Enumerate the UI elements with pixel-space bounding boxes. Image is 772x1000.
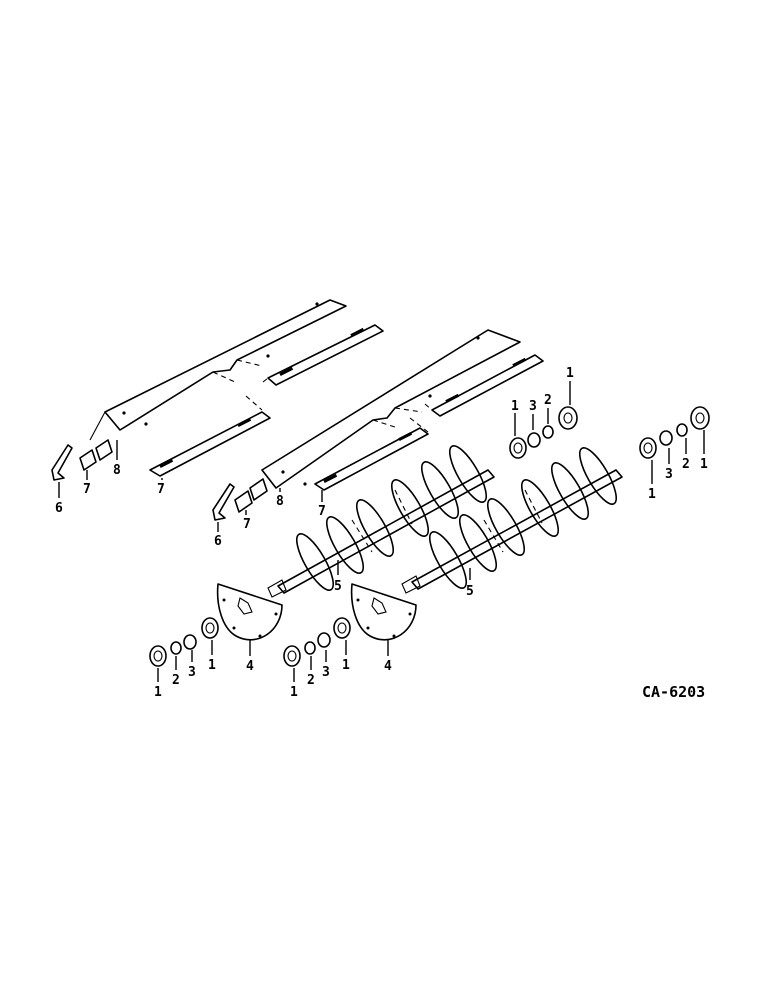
callout-1-lm-b: 1	[342, 658, 350, 673]
callout-7-upper-b: 7	[157, 482, 165, 497]
callout-7-upper-a: 7	[83, 482, 91, 497]
callout-6-lower: 6	[214, 534, 222, 549]
end-plate-right	[350, 583, 417, 641]
callout-3-ll: 3	[188, 665, 196, 680]
leader-lines	[58, 381, 705, 682]
callout-1-um-a: 1	[511, 399, 519, 414]
callout-1-ll-a: 1	[154, 685, 162, 700]
bearing-stack-upper-right	[639, 406, 710, 459]
bearing-stack-lower-left	[149, 617, 219, 667]
strip-right-lower	[314, 427, 429, 491]
callout-1-ur-a: 1	[648, 487, 656, 502]
callout-2-ur: 2	[682, 457, 690, 472]
strip-left-lower	[149, 411, 271, 477]
callout-8-lower: 8	[276, 494, 284, 509]
bearing-stack-lower-mid	[283, 617, 351, 667]
trough-assembly-left	[51, 299, 384, 481]
callout-7-lower-a: 7	[243, 517, 251, 532]
bracket-left	[51, 444, 73, 481]
callout-5-left: 5	[334, 579, 342, 594]
callout-6-upper: 6	[55, 501, 63, 516]
callout-2-um: 2	[544, 393, 552, 408]
callout-8-upper: 8	[113, 463, 121, 478]
callout-1-lm-a: 1	[290, 685, 298, 700]
auger-right	[401, 447, 623, 594]
clip-right-b	[249, 478, 268, 501]
trough-assembly-right	[212, 329, 544, 521]
callout-labels: 6 7 8 7 6 7 8 7 5 5 4 4 1 2 3 1 1 2 3 1 …	[55, 366, 708, 700]
strip-right-upper	[431, 354, 544, 417]
callout-1-ur-b: 1	[700, 457, 708, 472]
end-plate-left	[216, 583, 283, 641]
callout-3-lm: 3	[322, 665, 330, 680]
callout-7-lower-b: 7	[318, 504, 326, 519]
bearing-stack-upper-mid	[509, 406, 578, 459]
clip-left-a	[79, 449, 97, 471]
trough-pan-right	[261, 329, 521, 489]
clip-right-a	[234, 490, 253, 513]
trough-pan-left	[104, 299, 347, 431]
callout-1-ll-b: 1	[208, 658, 216, 673]
callout-2-lm: 2	[307, 673, 315, 688]
callout-3-ur: 3	[665, 467, 673, 482]
clip-left-b	[95, 439, 113, 461]
bracket-right	[212, 483, 235, 521]
callout-4-left: 4	[246, 659, 254, 674]
auger-left	[267, 445, 495, 598]
figure-code: CA-6203	[642, 683, 705, 701]
callout-2-ll: 2	[172, 673, 180, 688]
callout-4-right: 4	[384, 659, 392, 674]
callout-5-right: 5	[466, 584, 474, 599]
callout-1-um-b: 1	[566, 366, 574, 381]
callout-3-um: 3	[529, 399, 537, 414]
strip-left-upper	[267, 324, 384, 386]
